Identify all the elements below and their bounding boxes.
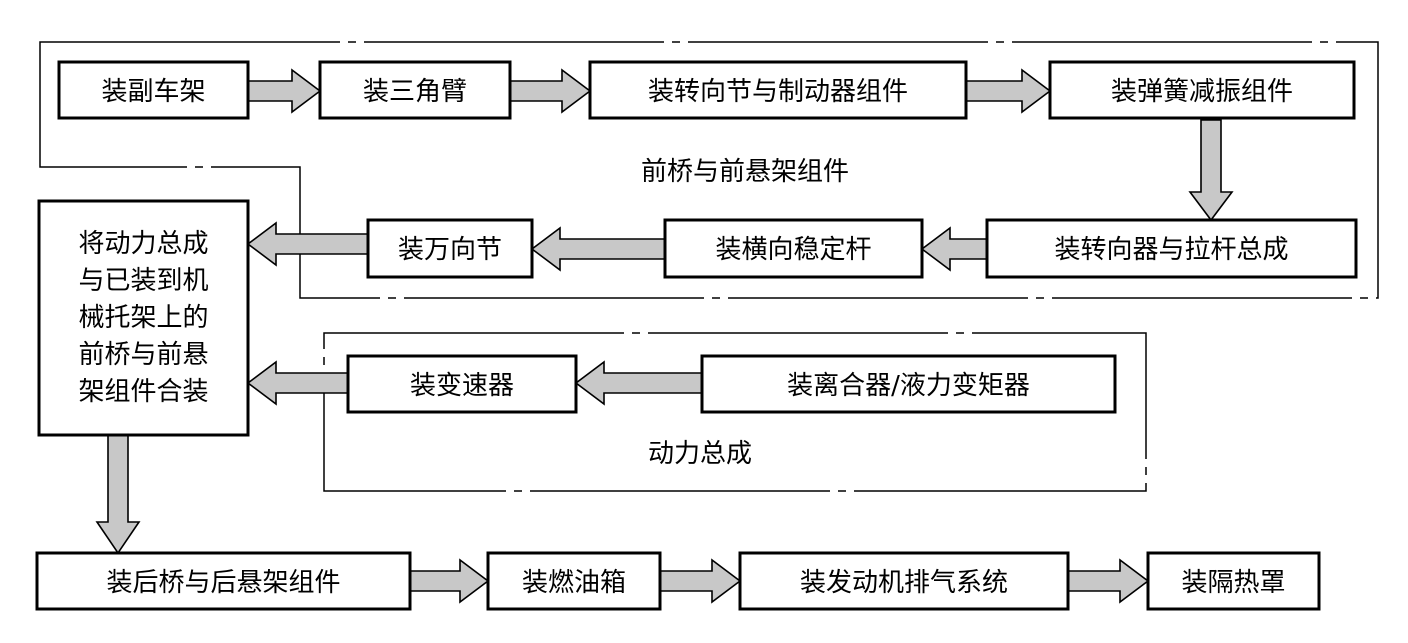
box-fuel-tank: 装燃油箱 bbox=[486, 551, 662, 611]
box-clutch-label: 装离合器/液力变矩器 bbox=[787, 371, 1030, 401]
box-knuckle-brake: 装转向节与制动器组件 bbox=[588, 60, 968, 120]
box-exhaust: 装发动机排气系统 bbox=[738, 551, 1070, 611]
arrow-arm-to-knuckle bbox=[509, 68, 592, 114]
box-subframe-label: 装副车架 bbox=[101, 77, 205, 107]
arrow-stabilizer-to-ujoint bbox=[530, 226, 666, 272]
box-combine-line-2: 与已装到机 bbox=[78, 266, 208, 296]
arrow-combine-to-rear bbox=[95, 434, 141, 555]
box-gearbox: 装变速器 bbox=[346, 354, 578, 414]
box-gearbox-label: 装变速器 bbox=[410, 371, 514, 401]
box-combine-line-4: 前桥与前悬 bbox=[78, 340, 208, 370]
arrow-clutch-to-gearbox bbox=[574, 360, 703, 406]
arrow-ujoint-to-combine bbox=[246, 221, 369, 267]
box-steering-gear: 装转向器与拉杆总成 bbox=[985, 218, 1358, 279]
box-spring-damper-label: 装弹簧减振组件 bbox=[1111, 77, 1293, 107]
box-triangle-arm-label: 装三角臂 bbox=[363, 77, 467, 107]
front-axle-group-border bbox=[39, 41, 1379, 299]
box-steering-gear-label: 装转向器与拉杆总成 bbox=[1054, 235, 1288, 265]
arrow-exhaust-to-shield bbox=[1067, 558, 1150, 604]
box-spring-damper: 装弹簧减振组件 bbox=[1048, 60, 1356, 120]
box-universal-joint-label: 装万向节 bbox=[398, 235, 502, 265]
flow-arrows bbox=[95, 68, 1234, 604]
arrow-spring-to-steering bbox=[1188, 119, 1234, 222]
box-rear-axle-label: 装后桥与后悬架组件 bbox=[106, 568, 340, 598]
box-rear-axle: 装后桥与后悬架组件 bbox=[35, 551, 412, 611]
box-combine-line-5: 架组件合装 bbox=[78, 377, 208, 407]
box-combine-line-1: 将动力总成 bbox=[78, 229, 208, 259]
powertrain-group-label: 动力总成 bbox=[648, 439, 752, 469]
arrow-steering-to-stabilizer bbox=[920, 226, 988, 272]
box-combine-assembly: 将动力总成 与已装到机 械托架上的 前桥与前悬 架组件合装 bbox=[37, 199, 250, 437]
front-axle-group-label: 前桥与前悬架组件 bbox=[641, 157, 849, 187]
box-knuckle-brake-label: 装转向节与制动器组件 bbox=[648, 77, 908, 107]
box-exhaust-label: 装发动机排气系统 bbox=[800, 568, 1008, 598]
box-heat-shield-label: 装隔热罩 bbox=[1181, 568, 1285, 598]
arrow-subframe-to-arm bbox=[247, 68, 322, 114]
arrow-gearbox-to-combine bbox=[246, 360, 349, 406]
box-clutch: 装离合器/液力变矩器 bbox=[700, 354, 1117, 414]
box-heat-shield: 装隔热罩 bbox=[1146, 551, 1321, 611]
box-subframe: 装副车架 bbox=[57, 60, 250, 120]
box-fuel-tank-label: 装燃油箱 bbox=[522, 568, 626, 598]
powertrain-group-border bbox=[323, 332, 1147, 492]
arrow-knuckle-to-spring bbox=[965, 68, 1052, 114]
arrow-rear-to-fuel bbox=[409, 558, 490, 604]
box-combine-line-3: 械托架上的 bbox=[78, 303, 208, 333]
box-triangle-arm: 装三角臂 bbox=[318, 60, 512, 120]
box-universal-joint: 装万向节 bbox=[366, 218, 534, 279]
box-stabilizer-label: 装横向稳定杆 bbox=[715, 235, 871, 265]
arrow-fuel-to-exhaust bbox=[659, 558, 742, 604]
box-stabilizer: 装横向稳定杆 bbox=[663, 218, 924, 279]
